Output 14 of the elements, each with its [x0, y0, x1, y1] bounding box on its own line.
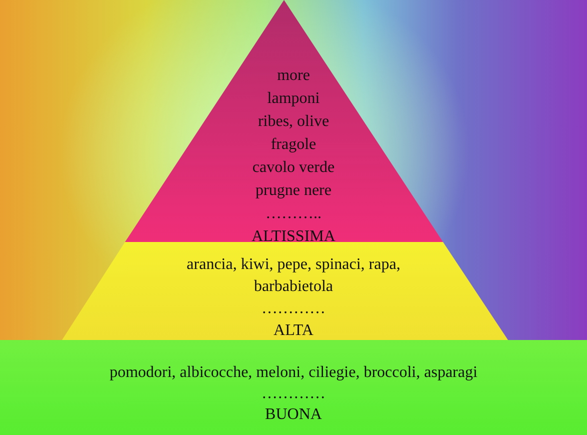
level-label: ALTA [274, 321, 314, 341]
food-item: lamponi [267, 89, 320, 109]
food-item: more [277, 66, 310, 86]
food-item: prugne nere [256, 181, 332, 201]
food-item: ribes, olive [258, 112, 330, 132]
dotted-separator: ……….. [266, 204, 322, 224]
food-list: pomodori, albicocche, meloni, ciliegie, broccoli, asparagi [110, 362, 478, 383]
food-list: arancia, kiwi, pepe, spinaci, rapa, barbabietola [174, 254, 414, 298]
food-item: cavolo verde [252, 158, 335, 178]
dotted-separator: ………… [262, 384, 326, 404]
level-label: BUONA [265, 405, 322, 425]
level-label: ALTISSIMA [252, 227, 336, 247]
food-item: fragole [270, 135, 316, 155]
dotted-separator: ………… [262, 299, 326, 319]
